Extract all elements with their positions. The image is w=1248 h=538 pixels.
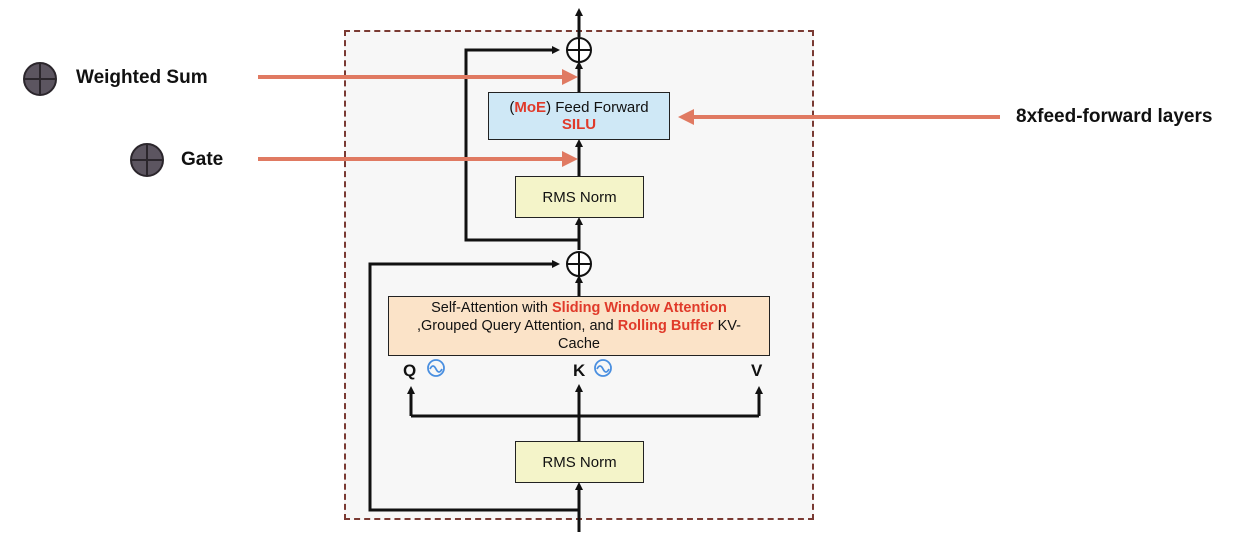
moe-feed-forward-block: (MoE) Feed Forward SILU	[488, 92, 670, 140]
sliding-window-highlight: Sliding Window Attention	[552, 300, 727, 316]
k-label: K	[573, 361, 586, 380]
circle-plus-icon	[23, 62, 57, 96]
silu-label: SILU	[561, 116, 597, 133]
moe-title: (MoE) Feed Forward	[509, 99, 649, 116]
q-label: Q	[403, 361, 417, 380]
rotary-icon	[594, 359, 612, 377]
rolling-buffer-highlight: Rolling Buffer	[617, 318, 714, 334]
circle-plus-icon	[566, 37, 592, 63]
v-label: V	[751, 361, 763, 380]
gate-label: Gate	[181, 149, 224, 170]
residual-2	[464, 46, 579, 242]
moe-highlight: MoE	[514, 99, 547, 116]
residual-1	[368, 260, 579, 512]
rms-norm-top: RMS Norm	[515, 176, 644, 218]
attention-block: Self-Attention with Sliding Window Atten…	[388, 296, 770, 356]
circle-plus-icon	[566, 251, 592, 277]
circle-plus-icon	[130, 143, 164, 177]
ff-layers-label: 8xfeed-forward layers	[1016, 106, 1213, 127]
rotary-icon	[427, 359, 445, 377]
weighted-sum-label: Weighted Sum	[76, 67, 208, 88]
rms-norm-bottom: RMS Norm	[515, 441, 644, 483]
